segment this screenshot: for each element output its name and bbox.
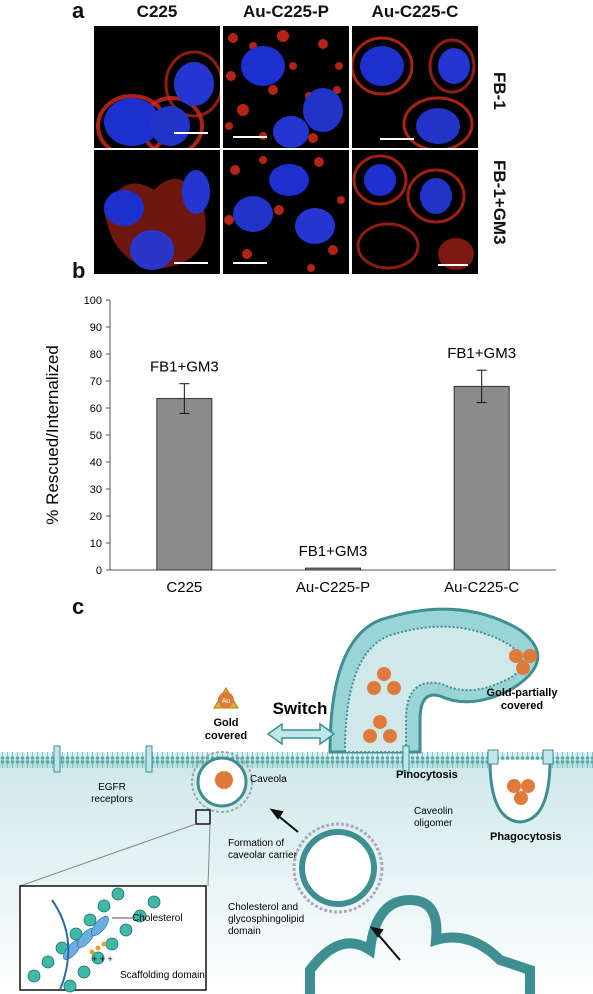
scale-bar bbox=[380, 138, 414, 140]
pinocytosis-label: Pinocytosis bbox=[396, 769, 458, 781]
data-label: FB1+GM3 bbox=[299, 543, 368, 560]
gold-partially-covered-nanoparticle bbox=[509, 649, 537, 675]
inset-source-box bbox=[195, 809, 211, 825]
micrograph-au-c225-p-fb1 bbox=[223, 26, 349, 148]
svg-text:+ + +: + + + bbox=[92, 954, 113, 964]
x-tick-label: C225 bbox=[166, 579, 202, 596]
egfr-label-1: EGFR bbox=[98, 782, 126, 793]
x-tick-label: Au-C225-P bbox=[296, 579, 370, 596]
y-tick-label: 40 bbox=[90, 457, 102, 469]
au-label: Au bbox=[222, 698, 231, 705]
cholesterol-label: Cholesterol bbox=[132, 913, 183, 924]
column-header-au-c225-p: Au-C225-P bbox=[243, 2, 329, 21]
y-tick-label: 70 bbox=[90, 376, 102, 388]
caveolin-label-1: Caveolin bbox=[414, 806, 453, 817]
inset-detail: + + + Cholesterol Scaffolding domain bbox=[19, 885, 207, 993]
column-header-c225: C225 bbox=[136, 2, 178, 21]
scale-bar bbox=[438, 264, 468, 266]
chol-domain-label-1: Cholesterol and bbox=[228, 902, 298, 913]
micrograph-c225-fb1-gm3 bbox=[94, 150, 220, 274]
y-tick-label: 0 bbox=[96, 565, 102, 577]
gold-covered-label-2: covered bbox=[205, 730, 247, 742]
x-tick-label: Au-C225-C bbox=[444, 579, 519, 596]
caveolin-label-2: oligomer bbox=[414, 818, 453, 829]
gold-nanoparticle-cluster bbox=[363, 667, 401, 743]
gold-partial-label-1: Gold-partially bbox=[487, 687, 559, 699]
pathway-arrow bbox=[269, 808, 401, 961]
panel-b-letter: b bbox=[72, 258, 86, 283]
bar-au-c225-c bbox=[453, 385, 510, 571]
bar-c225 bbox=[156, 398, 213, 571]
y-axis-label: % Rescued/Internalized bbox=[43, 345, 62, 525]
bar-chart: 0 10 20 30 40 50 60 70 80 90 100 % Rescued/Internal… bbox=[43, 295, 556, 596]
y-tick-label: 20 bbox=[90, 511, 102, 523]
gold-covered-nanoparticle: Au bbox=[213, 687, 239, 709]
formation-label-2: caveolar carrier bbox=[228, 850, 298, 861]
data-label: FB1+GM3 bbox=[447, 345, 516, 362]
gold-nanoparticle-cluster bbox=[507, 779, 535, 805]
y-tick-label: 80 bbox=[90, 349, 102, 361]
egfr-receptor bbox=[53, 745, 410, 773]
formation-label-1: Formation of bbox=[228, 838, 284, 849]
panel-a-letter: a bbox=[72, 0, 85, 23]
panel-c-letter: c bbox=[72, 594, 85, 619]
switch-label: Switch bbox=[273, 699, 328, 718]
phagocytosis-cup bbox=[488, 759, 552, 824]
scale-bar bbox=[174, 262, 208, 264]
row-header-fb1: FB-1 bbox=[490, 72, 509, 110]
y-tick-label: 100 bbox=[84, 295, 102, 307]
micrograph-au-c225-p-fb1-gm3 bbox=[223, 150, 349, 274]
micrograph-au-c225-c-fb1-gm3 bbox=[352, 150, 478, 274]
chol-domain-label-3: domain bbox=[228, 926, 261, 937]
y-tick-label: 10 bbox=[90, 538, 102, 550]
scale-bar bbox=[233, 136, 267, 138]
data-label: FB1+GM3 bbox=[150, 359, 219, 376]
caveola-label: Caveola bbox=[250, 774, 287, 785]
egfr-label-2: receptors bbox=[91, 794, 133, 805]
y-tick-label: 60 bbox=[90, 403, 102, 415]
micrograph-au-c225-c-fb1 bbox=[352, 26, 478, 148]
scale-bar bbox=[174, 132, 208, 134]
row-header-fb1-gm3: FB-1+GM3 bbox=[490, 160, 509, 245]
y-tick-label: 50 bbox=[90, 430, 102, 442]
y-tick-label: 90 bbox=[90, 322, 102, 334]
scale-bar bbox=[233, 262, 267, 264]
gold-nanoparticle bbox=[215, 771, 233, 789]
caveolar-carrier bbox=[299, 829, 377, 907]
gold-covered-label-1: Gold bbox=[213, 717, 238, 729]
endocytosis-diagram: Au Gold covered Switch Gold-partially co… bbox=[0, 607, 593, 994]
bar-au-c225-p bbox=[305, 567, 361, 571]
scaffolding-label: Scaffolding domain bbox=[120, 970, 205, 981]
micrograph-c225-fb1 bbox=[94, 26, 220, 148]
cholesterol-domain-membrane bbox=[305, 894, 535, 994]
switch-double-arrow bbox=[266, 722, 336, 746]
y-tick-label: 30 bbox=[90, 484, 102, 496]
column-header-au-c225-c: Au-C225-C bbox=[371, 2, 459, 21]
chol-domain-label-2: glycosphingolipid bbox=[228, 914, 304, 925]
phagocytosis-label: Phagocytosis bbox=[490, 831, 562, 843]
gold-partial-label-2: covered bbox=[501, 700, 543, 712]
